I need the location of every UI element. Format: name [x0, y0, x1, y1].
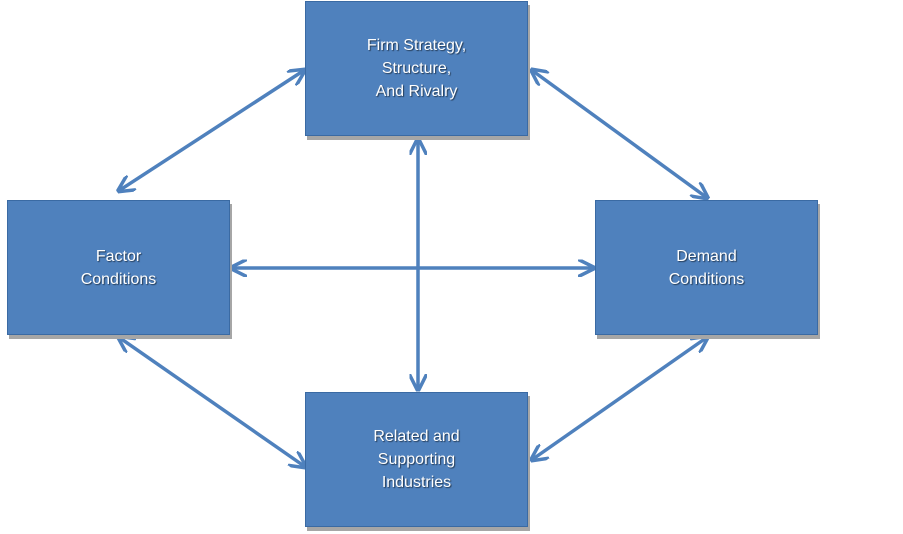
arrow-demand-related [533, 338, 706, 459]
demand-conditions-line-1: Demand [676, 247, 737, 265]
related-supporting-line-1: Related and [373, 428, 460, 445]
related-supporting-line-2: Supporting [377, 451, 456, 468]
demand-conditions-line-2: Conditions [668, 270, 745, 288]
factor-conditions-box: Factor Conditions [7, 200, 230, 335]
firm-strategy-line-3: And Rivalry [375, 83, 458, 100]
firm-strategy-line-1: Firm Strategy, [366, 37, 467, 54]
factor-conditions-line-2: Conditions [80, 270, 157, 288]
arrow-factor-firm [120, 71, 303, 190]
demand-conditions-box: Demand Conditions [595, 200, 818, 335]
firm-strategy-line-2: Structure, [381, 60, 452, 77]
related-supporting-line-3: Industries [381, 474, 452, 491]
firm-strategy-box: Firm Strategy, Structure, And Rivalry [305, 1, 528, 136]
related-supporting-box: Related and Supporting Industries [305, 392, 528, 527]
arrow-firm-demand [533, 71, 706, 197]
arrow-factor-related [120, 338, 304, 466]
factor-conditions-line-1: Factor [95, 247, 142, 265]
